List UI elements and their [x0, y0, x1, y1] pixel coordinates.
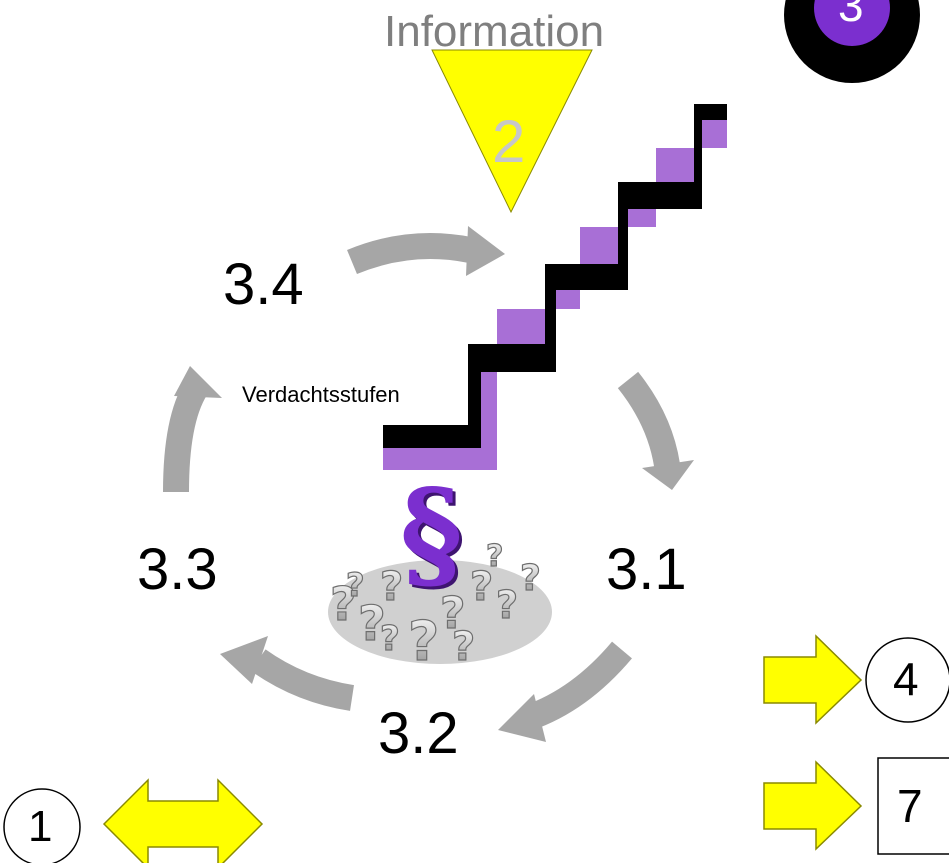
cycle-step-3-1: 3.1 [606, 537, 687, 602]
link-4-circle [865, 637, 949, 723]
link-4-label[interactable]: 4 [893, 653, 919, 705]
svg-text:?: ? [358, 596, 386, 652]
arrow-to-7-icon [763, 760, 863, 851]
svg-text:?: ? [330, 577, 357, 631]
cycle-step-3-3: 3.3 [137, 537, 218, 602]
link-7-label[interactable]: 7 [897, 780, 923, 832]
link-1-label[interactable]: 1 [28, 802, 53, 851]
svg-text:?: ? [380, 619, 400, 659]
paragraph-question-marks-icon: ? ? ? ? ? ? ? ? ? ? ? ? [328, 538, 552, 674]
arrow-to-4-icon [763, 634, 863, 725]
cycle-arrowheads [174, 226, 694, 742]
triangle-number: 2 [492, 108, 526, 175]
section-badge-number: 3 [838, 0, 864, 31]
cycle-step-3-4: 3.4 [223, 252, 304, 317]
link-1-circle [3, 788, 81, 863]
svg-text:?: ? [470, 564, 493, 610]
link-7-box [877, 757, 949, 855]
svg-text:?: ? [346, 566, 365, 604]
svg-text:?: ? [452, 624, 475, 670]
double-arrow-icon [102, 778, 264, 863]
svg-text:?: ? [486, 539, 503, 574]
suspicion-staircase [383, 104, 727, 470]
information-triangle [431, 49, 593, 214]
paragraph-symbol: § [400, 463, 463, 604]
section-badge [784, 0, 920, 83]
cycle-step-3-2: 3.2 [378, 701, 459, 766]
svg-text:?: ? [380, 564, 403, 610]
svg-text:?: ? [408, 610, 439, 673]
svg-text:?: ? [496, 583, 518, 627]
svg-text:?: ? [440, 588, 466, 639]
information-title: Information [384, 7, 605, 56]
staircase-label: Verdachtsstufen [242, 382, 400, 407]
svg-text:?: ? [520, 558, 541, 599]
